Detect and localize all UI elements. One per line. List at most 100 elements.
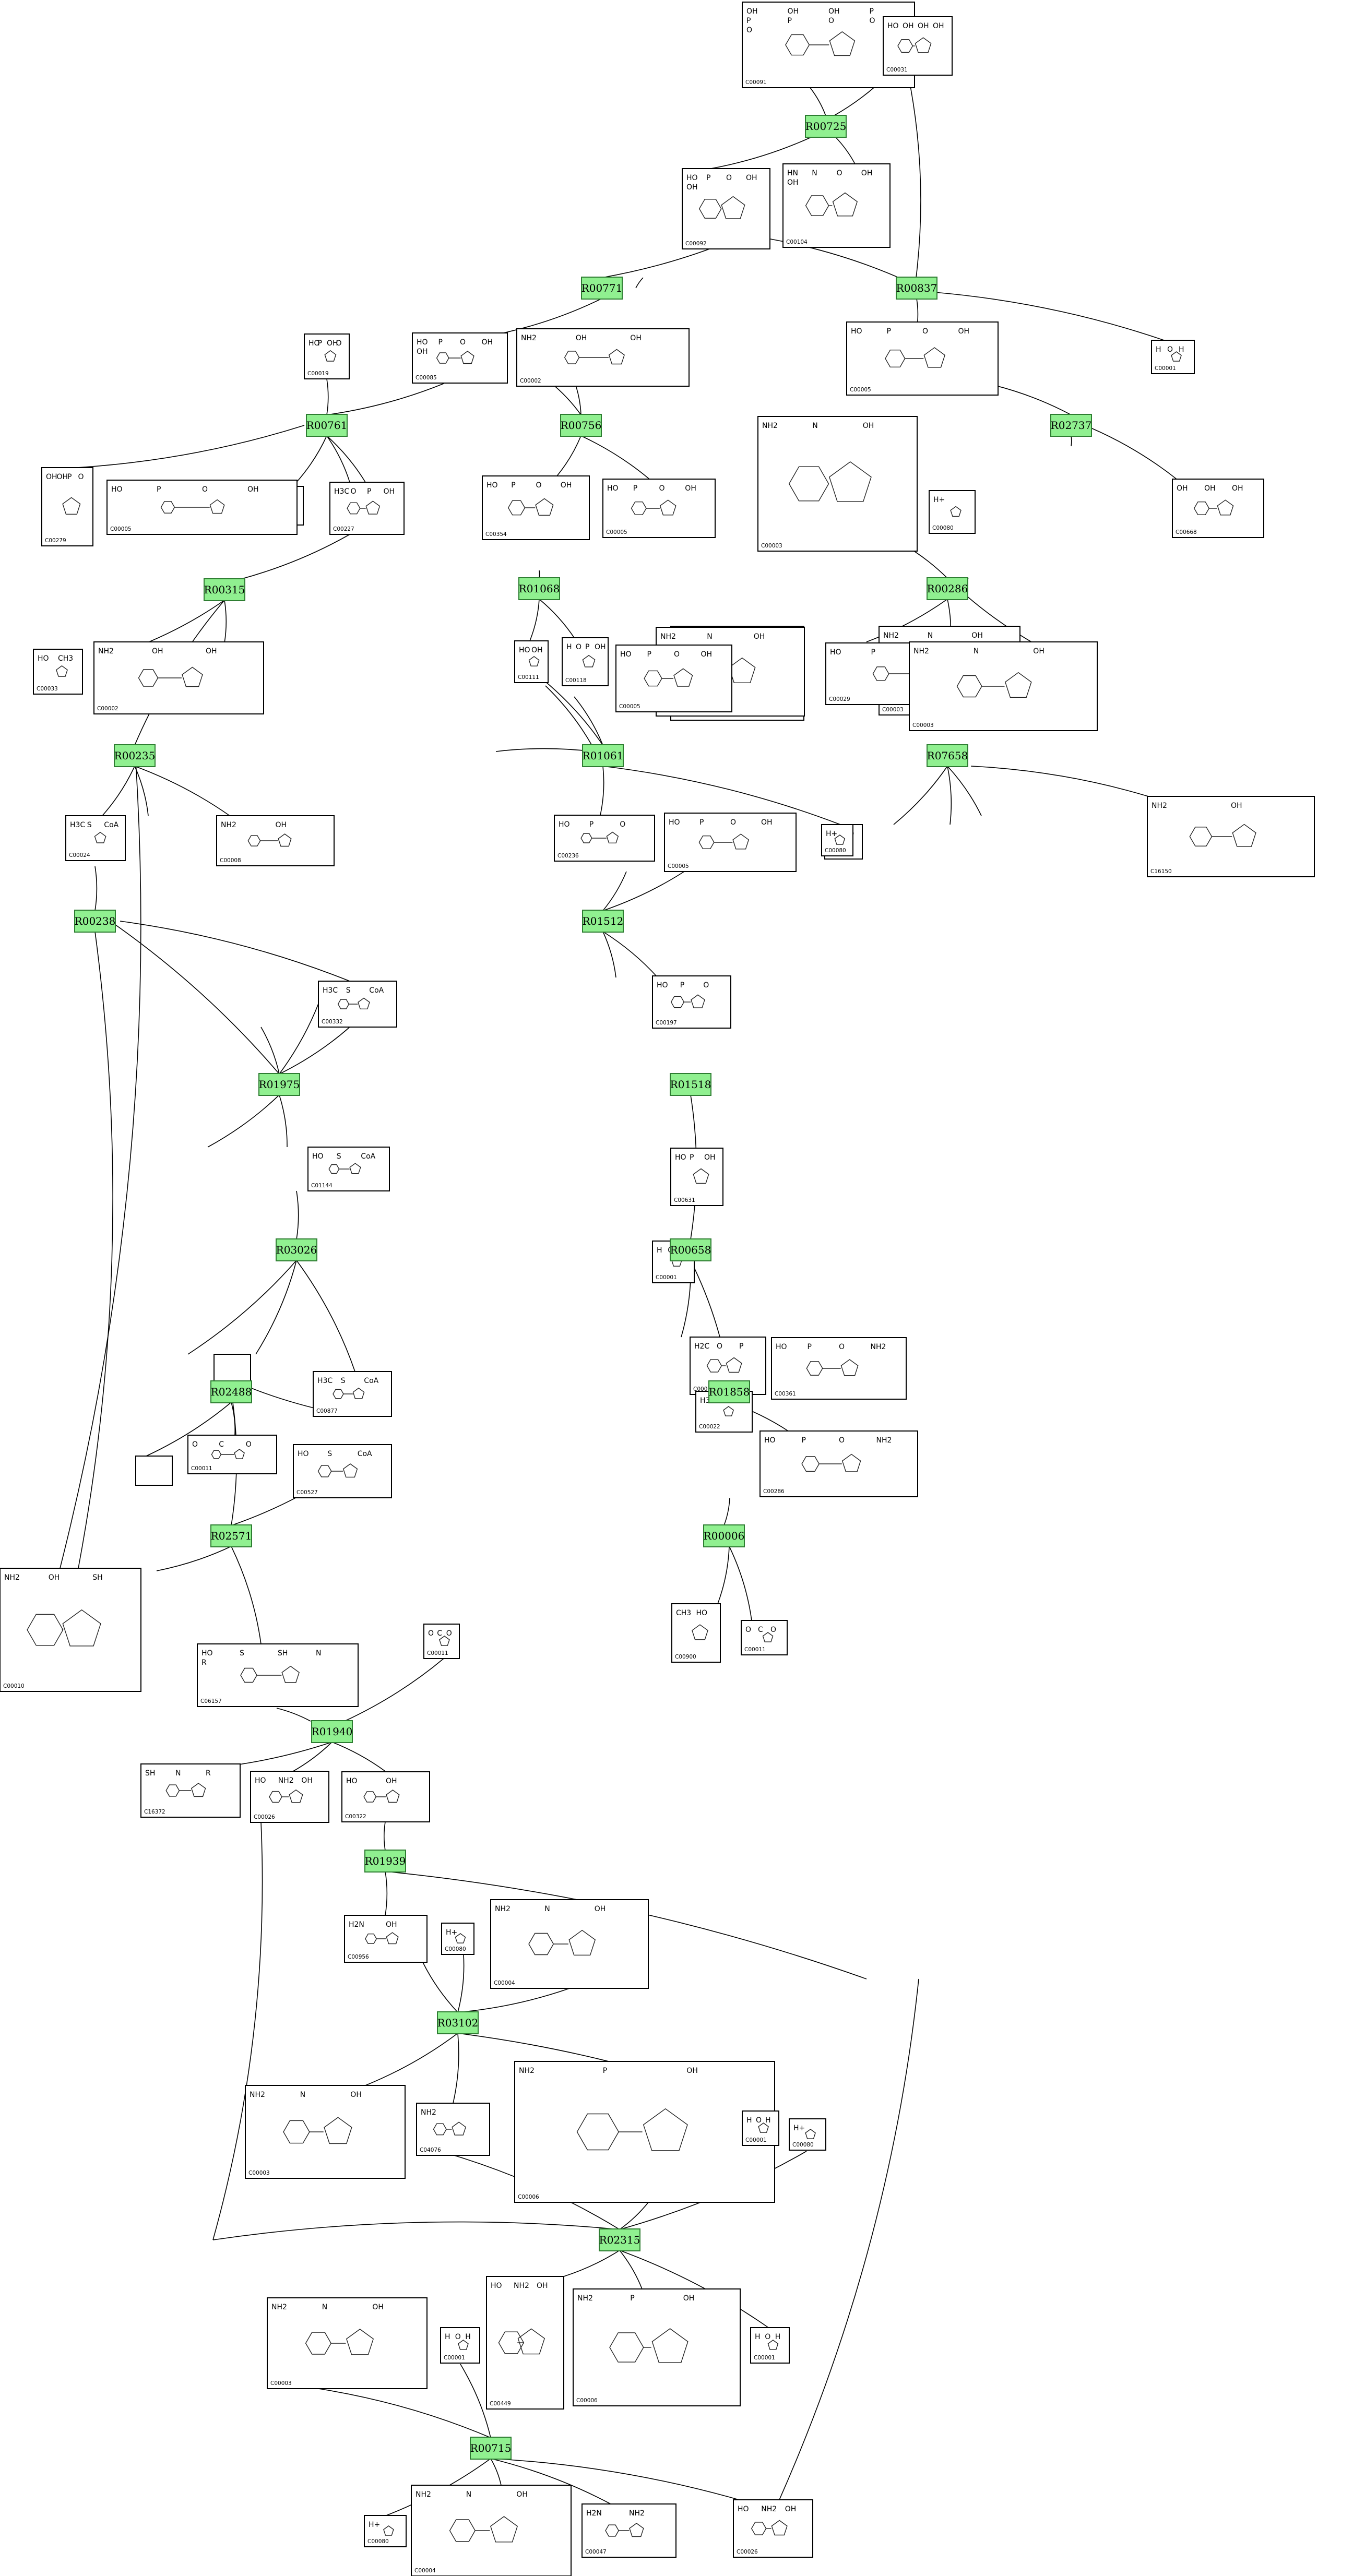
empty-compound-box[interactable] xyxy=(213,1354,251,1385)
reaction-node[interactable]: R00725 xyxy=(805,115,847,138)
reaction-node[interactable]: R01940 xyxy=(311,1720,353,1743)
reaction-node[interactable]: R01068 xyxy=(518,577,560,600)
reaction-node[interactable]: R00006 xyxy=(703,1524,745,1547)
reaction-node[interactable]: R01512 xyxy=(582,910,624,933)
reaction-box[interactable] xyxy=(364,1850,406,1873)
reaction-node[interactable]: R01858 xyxy=(708,1380,750,1403)
compound-node[interactable]: H+C00080 xyxy=(929,490,976,534)
reaction-node[interactable]: R00315 xyxy=(204,578,245,601)
reaction-node[interactable]: R02488 xyxy=(210,1380,252,1403)
reaction-box[interactable] xyxy=(927,577,968,600)
reaction-box[interactable] xyxy=(470,2437,512,2460)
reaction-box[interactable] xyxy=(306,414,348,437)
reaction-box[interactable] xyxy=(805,115,847,138)
reaction-node[interactable]: R00771 xyxy=(581,277,623,300)
reaction-box[interactable] xyxy=(582,910,624,933)
reaction-node[interactable]: R03026 xyxy=(276,1238,317,1261)
reaction-box[interactable] xyxy=(582,744,624,767)
reaction-node[interactable]: R01518 xyxy=(670,1073,711,1096)
reaction-box[interactable] xyxy=(258,1073,300,1096)
compound-node[interactable]: H+C00080 xyxy=(789,2118,826,2151)
reaction-node[interactable]: R03102 xyxy=(437,2011,479,2034)
reaction-node[interactable]: R00658 xyxy=(670,1238,711,1261)
reaction-node[interactable]: R01939 xyxy=(364,1850,406,1873)
reaction-node[interactable]: R00715 xyxy=(470,2437,512,2460)
reaction-box[interactable] xyxy=(204,578,245,601)
reaction-box[interactable] xyxy=(708,1380,750,1403)
reaction-box[interactable] xyxy=(599,2228,640,2251)
reaction-node[interactable]: R02315 xyxy=(599,2228,640,2251)
reaction-box[interactable] xyxy=(74,910,116,933)
compound-node[interactable]: H+C00080 xyxy=(821,824,853,856)
reaction-box[interactable] xyxy=(670,1073,711,1096)
compound-node[interactable]: H+C00080 xyxy=(441,1923,474,1955)
reaction-box[interactable] xyxy=(276,1238,317,1261)
reaction-node[interactable]: R01061 xyxy=(582,744,624,767)
reaction-box[interactable] xyxy=(703,1524,745,1547)
reaction-node[interactable]: R00238 xyxy=(74,910,116,933)
reaction-box[interactable] xyxy=(518,577,560,600)
reaction-box[interactable] xyxy=(670,1238,711,1261)
reaction-box[interactable] xyxy=(581,277,623,300)
reaction-box[interactable] xyxy=(210,1524,252,1547)
reaction-box[interactable] xyxy=(1050,414,1092,437)
reaction-box[interactable] xyxy=(114,744,156,767)
reaction-node[interactable]: R00761 xyxy=(306,414,348,437)
reaction-box[interactable] xyxy=(927,744,968,767)
reaction-node[interactable]: R00235 xyxy=(114,744,156,767)
reaction-node[interactable]: R00756 xyxy=(560,414,602,437)
reaction-node[interactable]: R01975 xyxy=(258,1073,300,1096)
compound-node[interactable]: H+C00080 xyxy=(364,2515,407,2547)
reaction-box[interactable] xyxy=(210,1380,252,1403)
reaction-node[interactable]: R02571 xyxy=(210,1524,252,1547)
